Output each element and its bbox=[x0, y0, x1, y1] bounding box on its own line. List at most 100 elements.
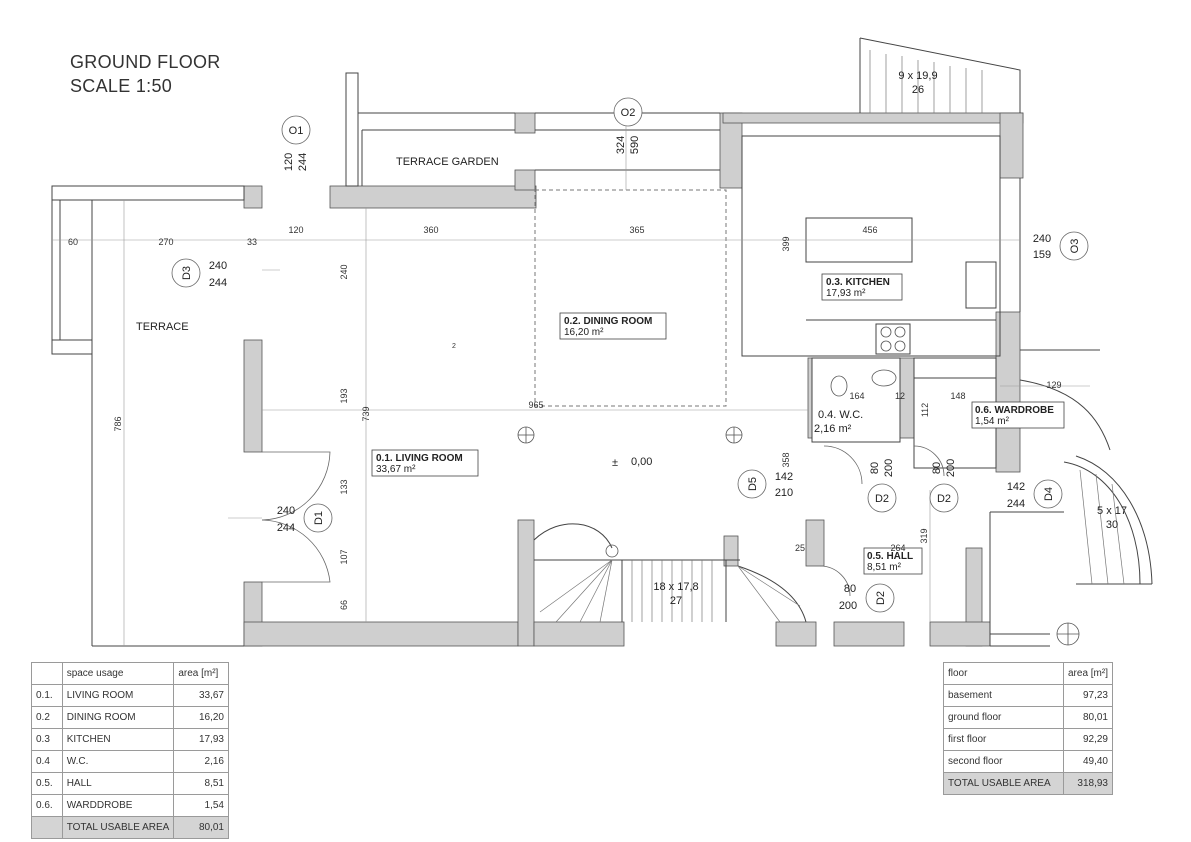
terrace-label: TERRACE bbox=[136, 321, 189, 333]
floor-area-table: floor area [m²] basement 97,23 ground fl… bbox=[943, 662, 1114, 795]
plan-scale: SCALE 1:50 bbox=[70, 76, 173, 96]
o1-width: 120 bbox=[283, 153, 295, 171]
o2-width: 324 bbox=[615, 136, 627, 154]
row-area: 1,54 bbox=[173, 794, 229, 817]
dim-133: 133 bbox=[339, 479, 349, 494]
dim-top-360: 360 bbox=[423, 225, 438, 235]
total-area: 318,93 bbox=[1062, 772, 1114, 795]
main-stair-size: 18 x 17,8 bbox=[653, 581, 698, 593]
dim-center-2: 2 bbox=[452, 343, 456, 350]
marker-d4: D4 bbox=[1043, 487, 1055, 501]
dining-room-name: 0.2. DINING ROOM bbox=[564, 316, 652, 327]
dim-739: 739 bbox=[361, 406, 371, 421]
level-value: 0,00 bbox=[631, 456, 652, 468]
stair-treads bbox=[539, 50, 1125, 623]
right-stair-count: 30 bbox=[1106, 519, 1118, 531]
dim-399: 399 bbox=[781, 236, 791, 251]
marker-o3: O3 bbox=[1069, 239, 1081, 254]
dim-319: 319 bbox=[919, 528, 929, 543]
total-label: TOTAL USABLE AREA bbox=[61, 816, 175, 839]
d2-wc-height: 200 bbox=[883, 459, 895, 477]
d2-wc-width: 80 bbox=[869, 462, 881, 474]
total-area: 80,01 bbox=[173, 816, 229, 839]
table-row: 0.2 DINING ROOM 16,20 bbox=[31, 706, 229, 729]
table-row: basement 97,23 bbox=[943, 684, 1114, 707]
dim-164: 164 bbox=[849, 391, 864, 401]
row-area: 97,23 bbox=[1062, 684, 1114, 707]
row-area: 2,16 bbox=[173, 750, 229, 773]
wardrobe-area: 1,54 m² bbox=[975, 416, 1010, 427]
fixtures bbox=[517, 326, 1080, 646]
wc-name: 0.4. W.C. bbox=[818, 409, 863, 421]
dim-12: 12 bbox=[895, 391, 905, 401]
marker-d2-wc: D2 bbox=[875, 493, 889, 505]
dining-room-area: 16,20 m² bbox=[564, 327, 604, 338]
dim-top-365: 365 bbox=[629, 225, 644, 235]
table-row: 0.4 W.C. 2,16 bbox=[31, 750, 229, 773]
d4-height: 244 bbox=[1007, 498, 1025, 510]
dim-top-33: 33 bbox=[247, 237, 257, 247]
row-area: 33,67 bbox=[173, 684, 229, 707]
dim-264: 264 bbox=[890, 543, 905, 553]
total-row: TOTAL USABLE AREA 318,93 bbox=[943, 772, 1114, 795]
d2-hall-height: 200 bbox=[839, 600, 857, 612]
marker-o2: O2 bbox=[621, 107, 636, 119]
main-stair-count: 27 bbox=[670, 595, 682, 607]
dim-top-270: 270 bbox=[158, 237, 173, 247]
total-id bbox=[31, 816, 63, 839]
row-area: 80,01 bbox=[1062, 706, 1114, 729]
o3-width: 240 bbox=[1033, 233, 1051, 245]
marker-d3: D3 bbox=[181, 266, 193, 280]
dim-25: 25 bbox=[795, 543, 805, 553]
row-space: LIVING ROOM bbox=[61, 684, 175, 707]
header-cell: area [m²] bbox=[173, 662, 229, 685]
table-row: second floor 49,40 bbox=[943, 750, 1114, 773]
table-row: 0.5. HALL 8,51 bbox=[31, 772, 229, 795]
total-row: TOTAL USABLE AREA 80,01 bbox=[31, 816, 229, 839]
marker-d2-hall: D2 bbox=[875, 591, 887, 605]
living-room-name: 0.1. LIVING ROOM bbox=[376, 453, 463, 464]
row-id: 0.4 bbox=[31, 750, 63, 773]
dim-148: 148 bbox=[950, 391, 965, 401]
row-floor: ground floor bbox=[943, 706, 1064, 729]
row-id: 0.2 bbox=[31, 706, 63, 729]
dim-965: 965 bbox=[528, 400, 543, 410]
table-row: first floor 92,29 bbox=[943, 728, 1114, 751]
d3-width: 240 bbox=[209, 260, 227, 272]
terrace-garden-label: TERRACE GARDEN bbox=[396, 156, 499, 168]
wardrobe-name: 0.6. WARDROBE bbox=[975, 405, 1054, 416]
dim-240: 240 bbox=[339, 264, 349, 279]
table-header-row: floor area [m²] bbox=[943, 662, 1114, 685]
dimension-lines bbox=[52, 123, 1090, 646]
row-floor: first floor bbox=[943, 728, 1064, 751]
row-id: 0.3 bbox=[31, 728, 63, 751]
row-floor: basement bbox=[943, 684, 1064, 707]
total-label: TOTAL USABLE AREA bbox=[943, 772, 1064, 795]
dim-top-60: 60 bbox=[68, 237, 78, 247]
d2-hall-width: 80 bbox=[844, 583, 856, 595]
row-space: KITCHEN bbox=[61, 728, 175, 751]
door-swings bbox=[261, 445, 945, 597]
row-area: 8,51 bbox=[173, 772, 229, 795]
dim-786: 786 bbox=[113, 416, 123, 431]
table-row: 0.6. WARDDROBE 1,54 bbox=[31, 794, 229, 817]
space-usage-table: space usage area [m²] 0.1. LIVING ROOM 3… bbox=[31, 662, 229, 839]
right-stair-size: 5 x 17 bbox=[1097, 505, 1127, 517]
row-area: 49,40 bbox=[1062, 750, 1114, 773]
marker-o1: O1 bbox=[289, 125, 304, 137]
level-sign: ± bbox=[612, 457, 618, 469]
room-label-boxes bbox=[371, 273, 1065, 575]
d5-height: 210 bbox=[775, 487, 793, 499]
dim-107: 107 bbox=[339, 549, 349, 564]
header-cell: area [m²] bbox=[1062, 662, 1114, 685]
dim-112: 112 bbox=[920, 403, 930, 417]
row-space: W.C. bbox=[61, 750, 175, 773]
table-row: 0.3 KITCHEN 17,93 bbox=[31, 728, 229, 751]
d1-height: 244 bbox=[277, 522, 295, 534]
row-id: 0.6. bbox=[31, 794, 63, 817]
header-cell: floor bbox=[943, 662, 1064, 685]
dim-358: 358 bbox=[781, 452, 791, 467]
d2-wardrobe-width: 80 bbox=[931, 462, 943, 474]
marker-d2-wardrobe: D2 bbox=[937, 493, 951, 505]
